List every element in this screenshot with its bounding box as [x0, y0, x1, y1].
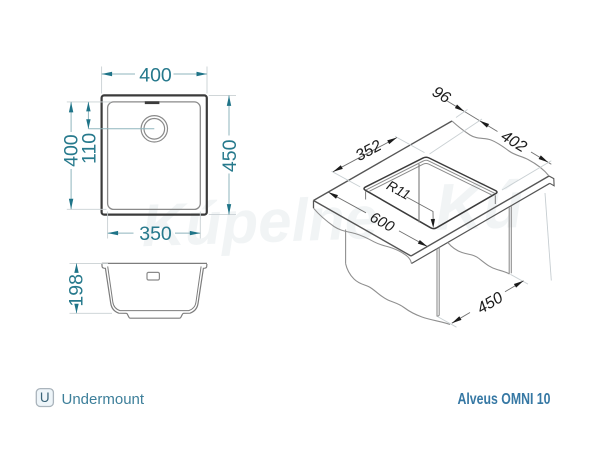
svg-text:198: 198 [66, 274, 88, 307]
svg-text:110: 110 [78, 133, 100, 164]
svg-text:Kúpelne: Kúpelne [140, 184, 379, 259]
svg-text:400: 400 [61, 134, 83, 167]
svg-text:U: U [40, 390, 50, 405]
svg-text:Alveus OMNI 10: Alveus OMNI 10 [458, 391, 551, 408]
svg-text:450: 450 [219, 139, 241, 172]
svg-text:350: 350 [139, 223, 172, 245]
svg-text:400: 400 [139, 65, 172, 87]
svg-text:96: 96 [429, 83, 453, 107]
svg-text:Undermount: Undermount [62, 391, 145, 408]
